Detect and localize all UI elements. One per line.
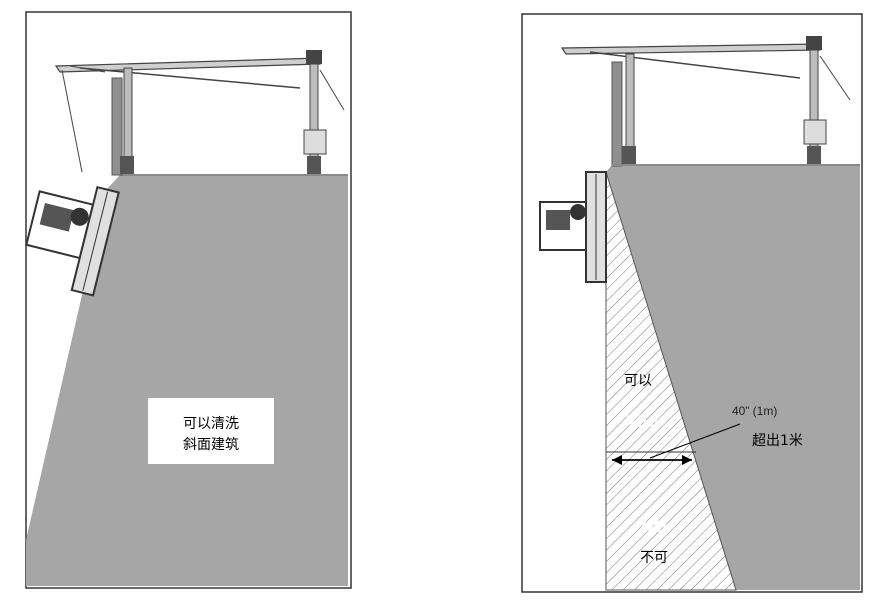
no-en-label: NO: [641, 517, 667, 536]
left-label-box: [148, 398, 274, 464]
right-counterweight: [806, 36, 822, 50]
left-parapet: [111, 77, 123, 176]
yes-cn-label: 可以: [624, 373, 652, 389]
left-counterweight: [306, 50, 322, 64]
right-diagram-panel: 可以 YES 40” (1m) 超出1米 NO 不可: [500, 0, 869, 600]
left-roof-rig: [54, 50, 345, 174]
right-hatched-zone: [605, 171, 737, 591]
right-building: [606, 165, 860, 590]
right-diagram-svg: 可以 YES 40” (1m) 超出1米 NO 不可: [521, 13, 863, 593]
yes-en-label: YES: [626, 412, 660, 431]
left-diagram-svg: 可以清洗 斜面建筑: [25, 11, 352, 589]
right-parapet: [611, 61, 623, 167]
left-diagram-panel: 可以清洗 斜面建筑: [0, 0, 360, 600]
left-label-line1: 可以清洗: [183, 416, 239, 432]
right-cleaning-robot: [539, 171, 607, 283]
left-sloped-building: [26, 175, 348, 586]
dimension-arrow: [612, 423, 741, 465]
exceed-label: 超出1米: [752, 433, 803, 449]
right-roof-rig: [560, 36, 851, 164]
no-cn-label: 不可: [640, 550, 668, 566]
dimension-label: 40” (1m): [732, 404, 777, 418]
left-label-line2: 斜面建筑: [183, 437, 239, 453]
left-cleaning-robot: [25, 185, 120, 297]
